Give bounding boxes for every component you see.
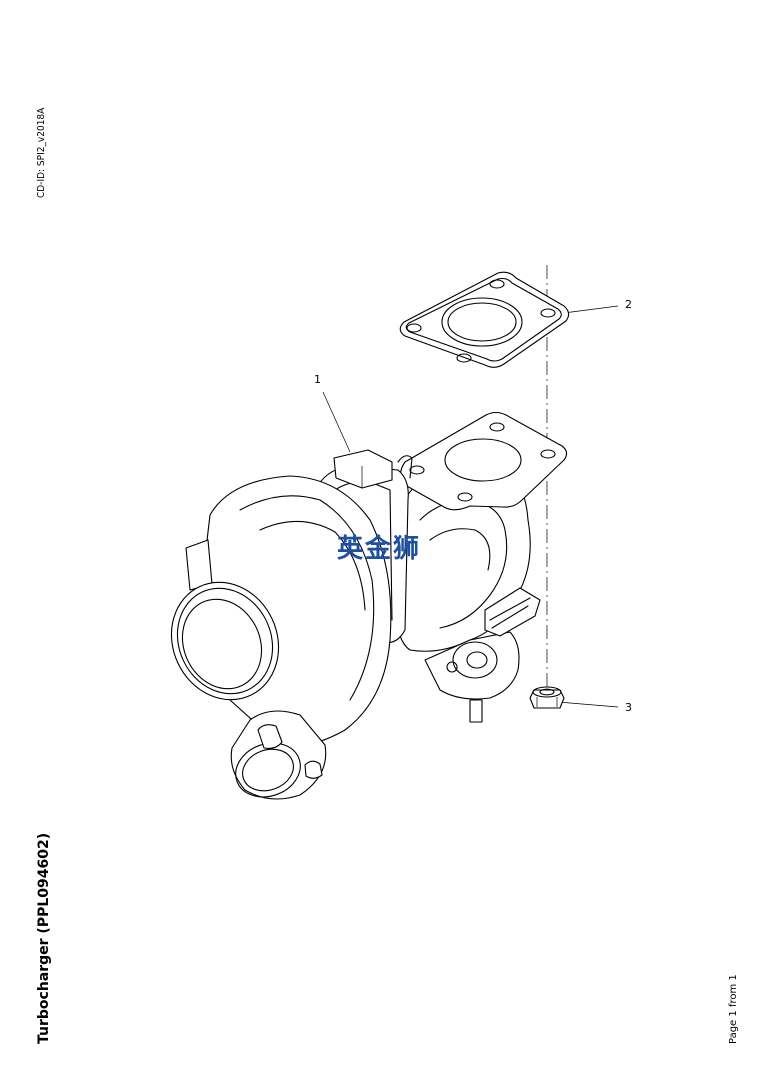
gasket [399, 271, 570, 368]
turbocharger-body [170, 411, 568, 800]
callout-3: 3 [625, 701, 632, 714]
flange-nut [529, 686, 565, 709]
leader-line-1 [322, 391, 351, 453]
watermark-text: 英金狮 [337, 534, 422, 564]
callout-1: 1 [314, 373, 321, 386]
callout-2: 2 [625, 298, 632, 311]
leader-line-3 [557, 701, 619, 708]
